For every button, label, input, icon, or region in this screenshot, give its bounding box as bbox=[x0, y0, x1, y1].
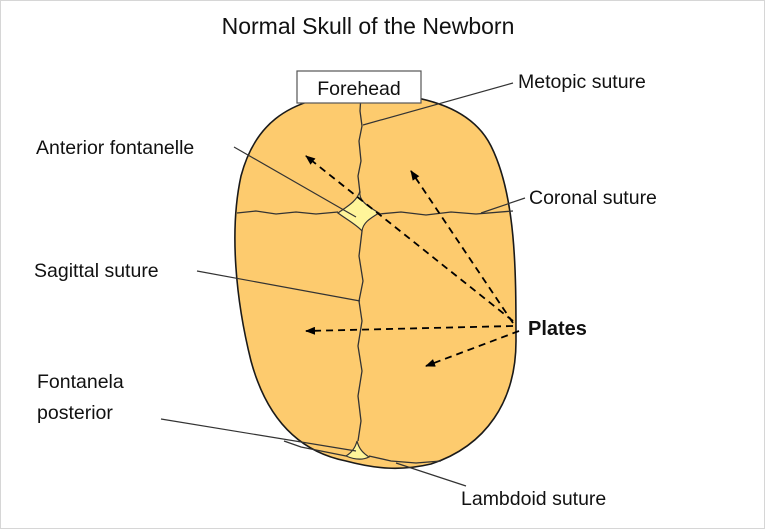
plates-label: Plates bbox=[528, 318, 587, 340]
diagram-title: Normal Skull of the Newborn bbox=[222, 13, 515, 39]
lambdoid-leader-line bbox=[396, 463, 466, 486]
anterior-fontanelle-label: Anterior fontanelle bbox=[36, 137, 194, 159]
skull-outline bbox=[235, 93, 516, 468]
metopic-suture-label: Metopic suture bbox=[518, 71, 646, 93]
fontanela-label-line2: posterior bbox=[37, 402, 113, 424]
fontanela-label-line1: Fontanela bbox=[37, 371, 124, 393]
lambdoid-suture-label: Lambdoid suture bbox=[461, 488, 606, 510]
forehead-label: Forehead bbox=[317, 78, 400, 100]
sagittal-suture-label: Sagittal suture bbox=[34, 260, 159, 282]
coronal-suture-label: Coronal suture bbox=[529, 187, 657, 209]
